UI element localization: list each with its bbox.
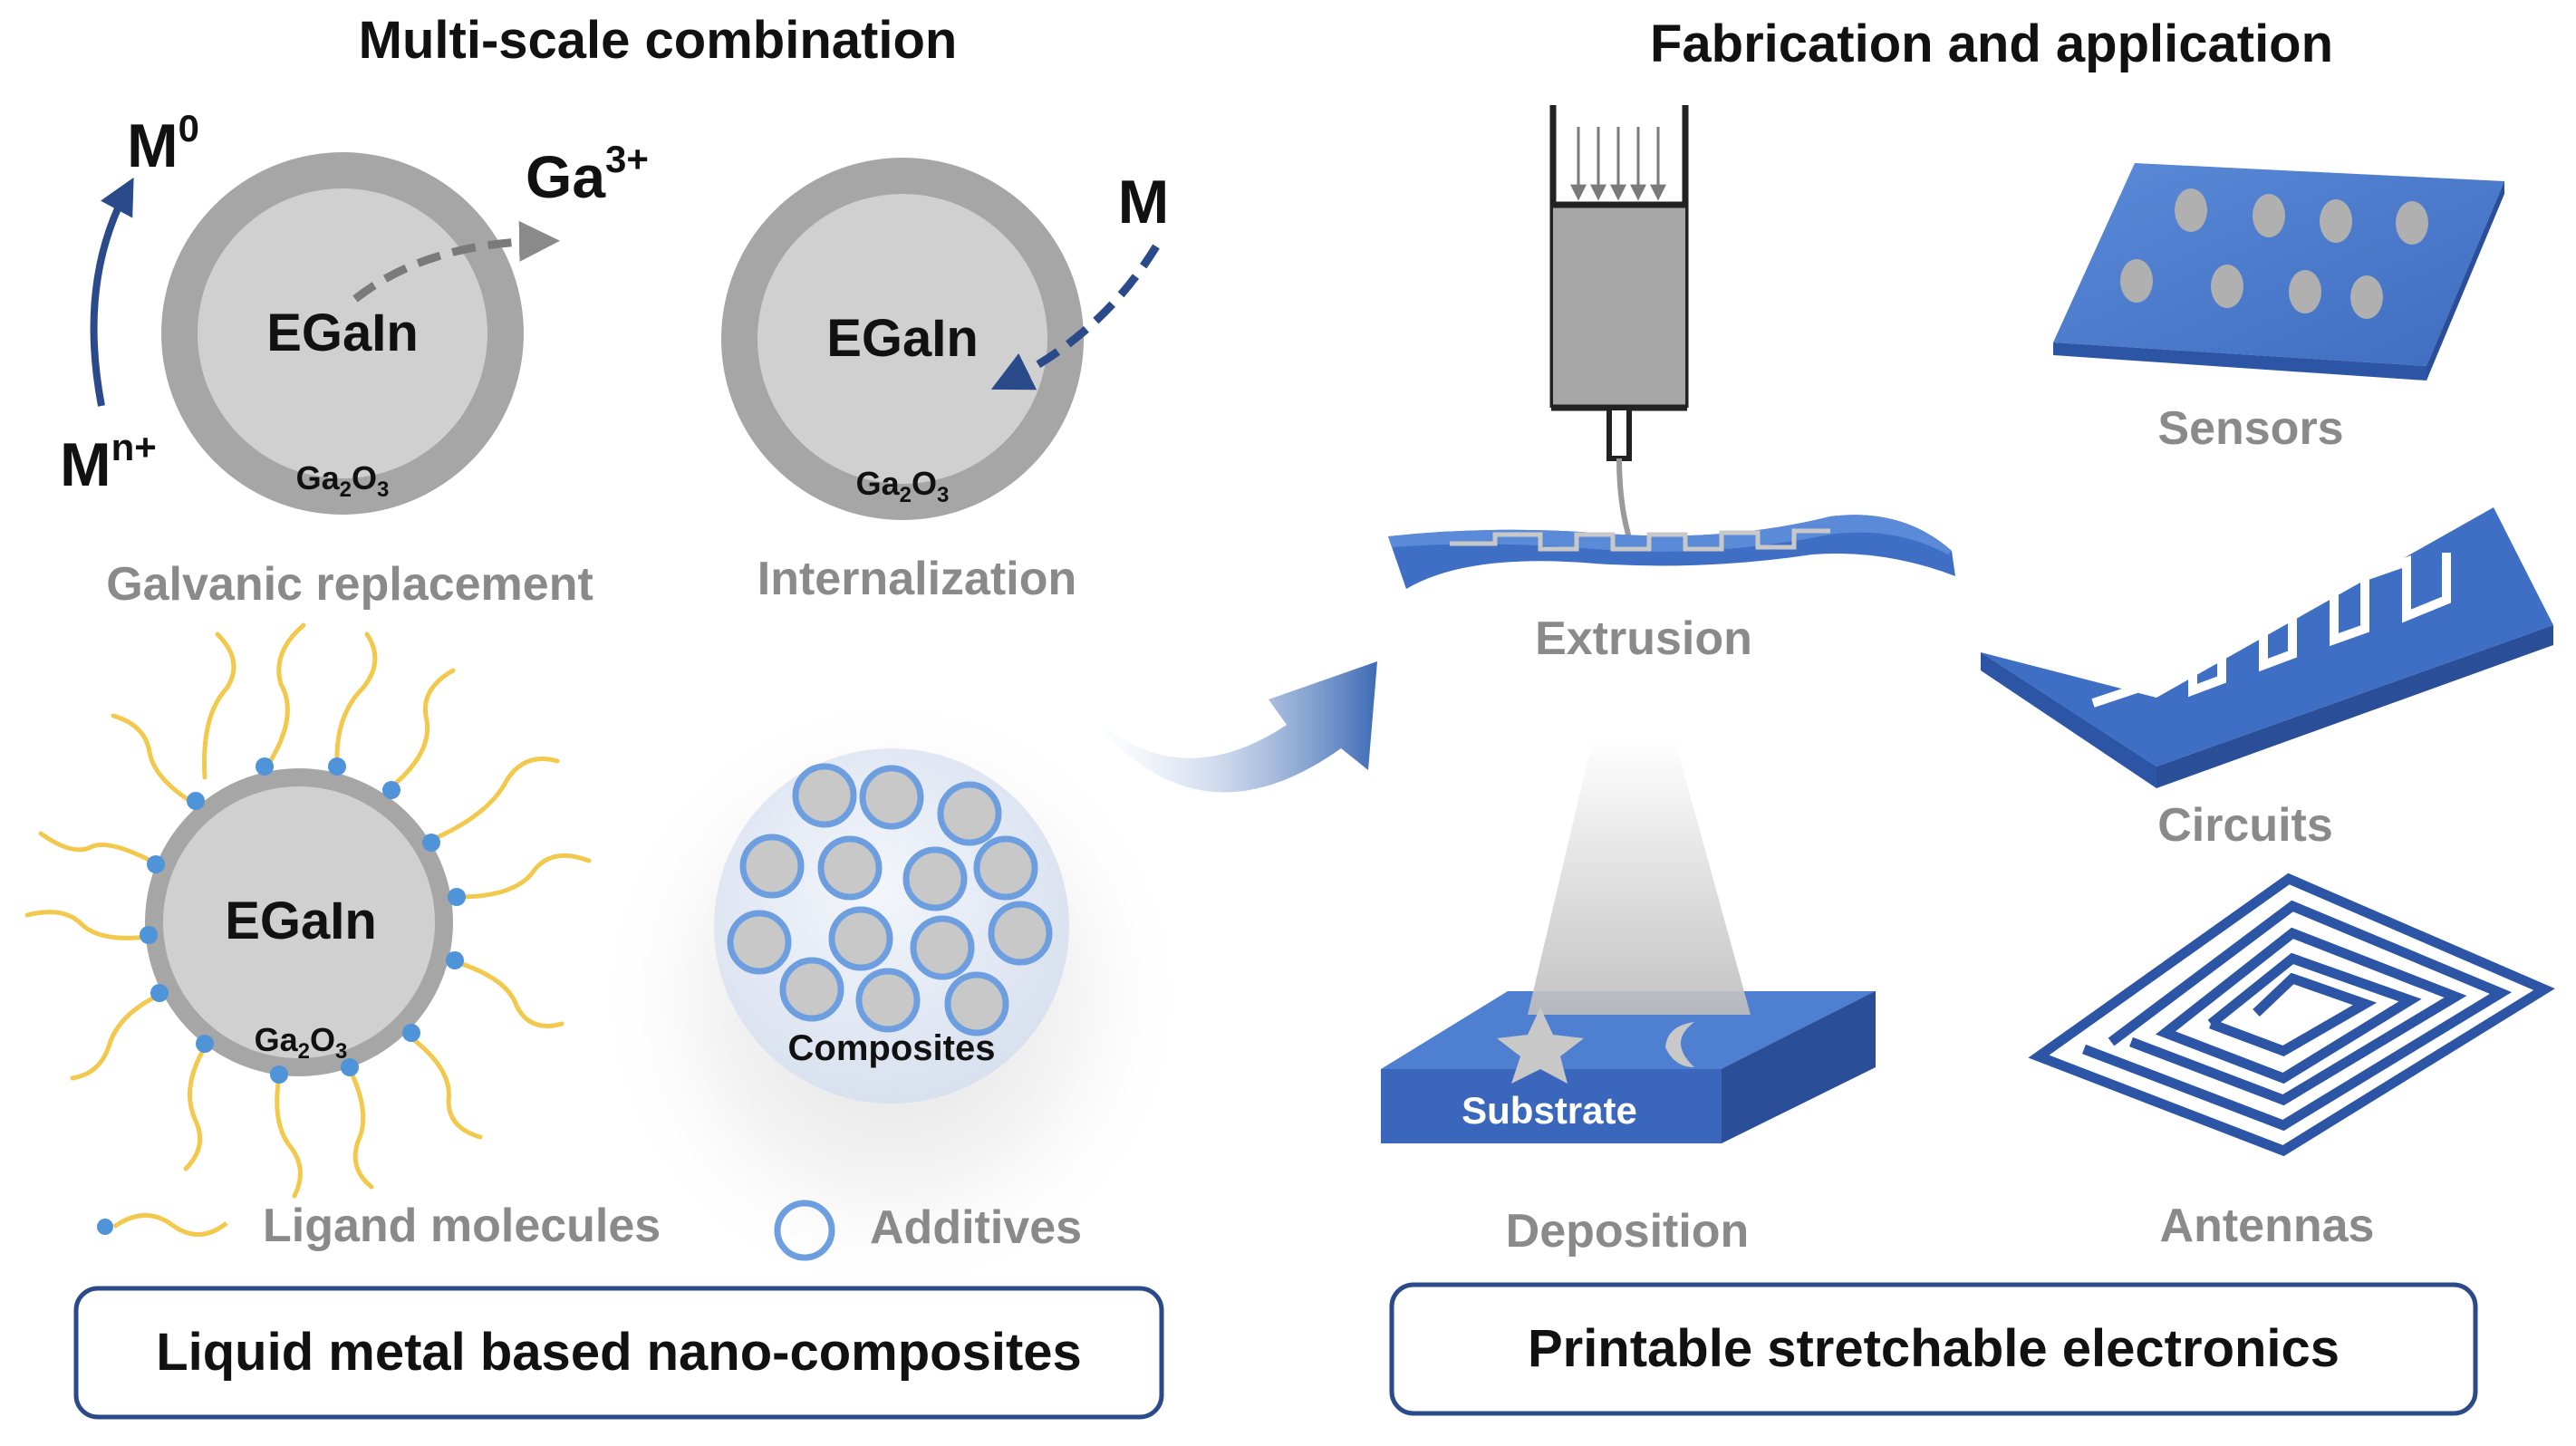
ligand-anchor-dots: [140, 757, 466, 1084]
internalization-particle: EGaIn Ga2O3: [721, 158, 1084, 520]
left-summary-label: Liquid metal based nano-composites: [156, 1323, 1082, 1382]
sensors-caption: Sensors: [2157, 402, 2343, 455]
circuits-caption: Circuits: [2157, 799, 2333, 852]
composite-particles: [727, 763, 1053, 1036]
legend: Ligand molecules Additives: [97, 1200, 1082, 1261]
right-summary-box: Printable stretchable electronics: [1389, 1282, 2478, 1416]
core-label: EGaIn: [266, 304, 419, 362]
galvanic-particle: EGaIn Ga2O3: [161, 152, 524, 515]
ligand-legend-label: Ligand molecules: [263, 1200, 661, 1252]
reduction-arrow: [90, 177, 134, 407]
m-label: M: [1118, 168, 1170, 236]
shell-label: Ga2O3: [296, 459, 390, 502]
composites-label: Composites: [788, 1028, 996, 1068]
composites-sphere: Composites: [593, 689, 1191, 1305]
deposition-caption: Deposition: [1506, 1205, 1750, 1258]
ligand-legend-dot: [97, 1219, 113, 1235]
heading-left: Multi-scale combination: [359, 11, 958, 70]
oxidation-arrow: [352, 220, 560, 303]
ligand-legend-chain: [112, 1213, 228, 1237]
substrate-label: Substrate: [1462, 1089, 1637, 1132]
galvanic-caption: Galvanic replacement: [106, 558, 593, 611]
extrusion-caption: Extrusion: [1535, 612, 1752, 665]
sensors-illustration: Sensors: [2053, 163, 2504, 455]
antennas-caption: Antennas: [2160, 1200, 2375, 1252]
ga3-label: Ga3+: [526, 138, 649, 210]
moon-pattern: [1665, 1022, 1694, 1067]
additives-legend-circle: [774, 1200, 835, 1261]
heading-right: Fabrication and application: [1650, 14, 2333, 73]
deposition-illustration: Substrate Deposition: [1381, 738, 1876, 1258]
transition-arrow: [1087, 661, 1377, 793]
ligand-particle: EGaIn Ga2O3: [24, 622, 592, 1199]
core-label: EGaIn: [225, 892, 377, 950]
circuits-illustration: Circuits: [1981, 507, 2553, 852]
star-pattern: [1497, 1007, 1584, 1084]
extrusion-illustration: Extrusion: [1388, 105, 1955, 665]
antennas-illustration: Antennas: [2028, 872, 2555, 1252]
mn-label: Mn+: [60, 426, 157, 499]
right-summary-label: Printable stretchable electronics: [1528, 1319, 2340, 1378]
ligand-chains: [24, 622, 592, 1199]
shell-label: Ga2O3: [856, 465, 950, 507]
additives-legend-label: Additives: [870, 1201, 1082, 1254]
internalization-caption: Internalization: [757, 553, 1076, 605]
shell-label: Ga2O3: [255, 1021, 348, 1064]
left-summary-box: Liquid metal based nano-composites: [73, 1286, 1164, 1420]
core-label: EGaIn: [826, 309, 979, 368]
m0-label: M0: [127, 107, 199, 180]
